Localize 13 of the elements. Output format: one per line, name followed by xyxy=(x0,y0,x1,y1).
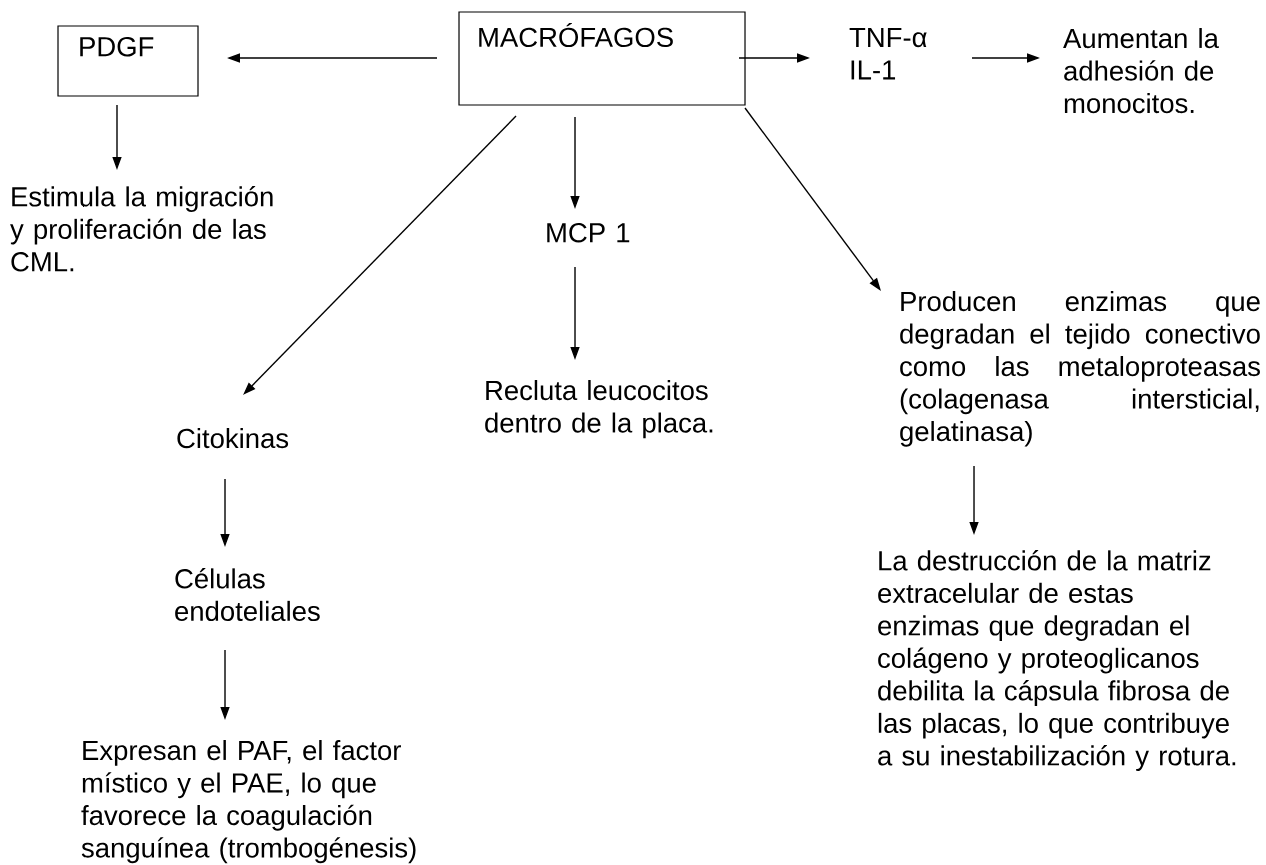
note-text: Células endoteliales xyxy=(175,568,320,621)
note-text: La destrucción de la matriz extracelular de estas enzimas que degradan el colágeno y proteoglicanos debilita la cápsula fibrosa de las placas, lo que contribuye a su inestabilización y rotura. xyxy=(878,550,1236,771)
arrow xyxy=(243,115,517,395)
note-text: Estimula la migración y proliferación de las CML. xyxy=(10,186,273,272)
note-text: Citokinas xyxy=(177,428,289,449)
note-text: Aumentan la adhesión de monocitos. xyxy=(1063,28,1219,114)
note-text: Recluta leucocitos dentro de la placa. xyxy=(485,380,713,439)
note-text: Expresan el PAF, el factor místico y el PAE, lo que favorece la coagulación sanguínea (trombogénesis) xyxy=(81,740,416,864)
term-box: PDGF xyxy=(57,25,199,97)
note-text: Producen enzimas que degradan el tejido conectivo como las metaloproteasas (colagenasa intersticial, gelatinasa) xyxy=(900,291,1260,447)
note-text: MCP 1 xyxy=(547,223,630,243)
note-text: TNF-α IL-1 xyxy=(849,28,927,80)
term-box: MACRÓFAGOS xyxy=(458,11,746,106)
